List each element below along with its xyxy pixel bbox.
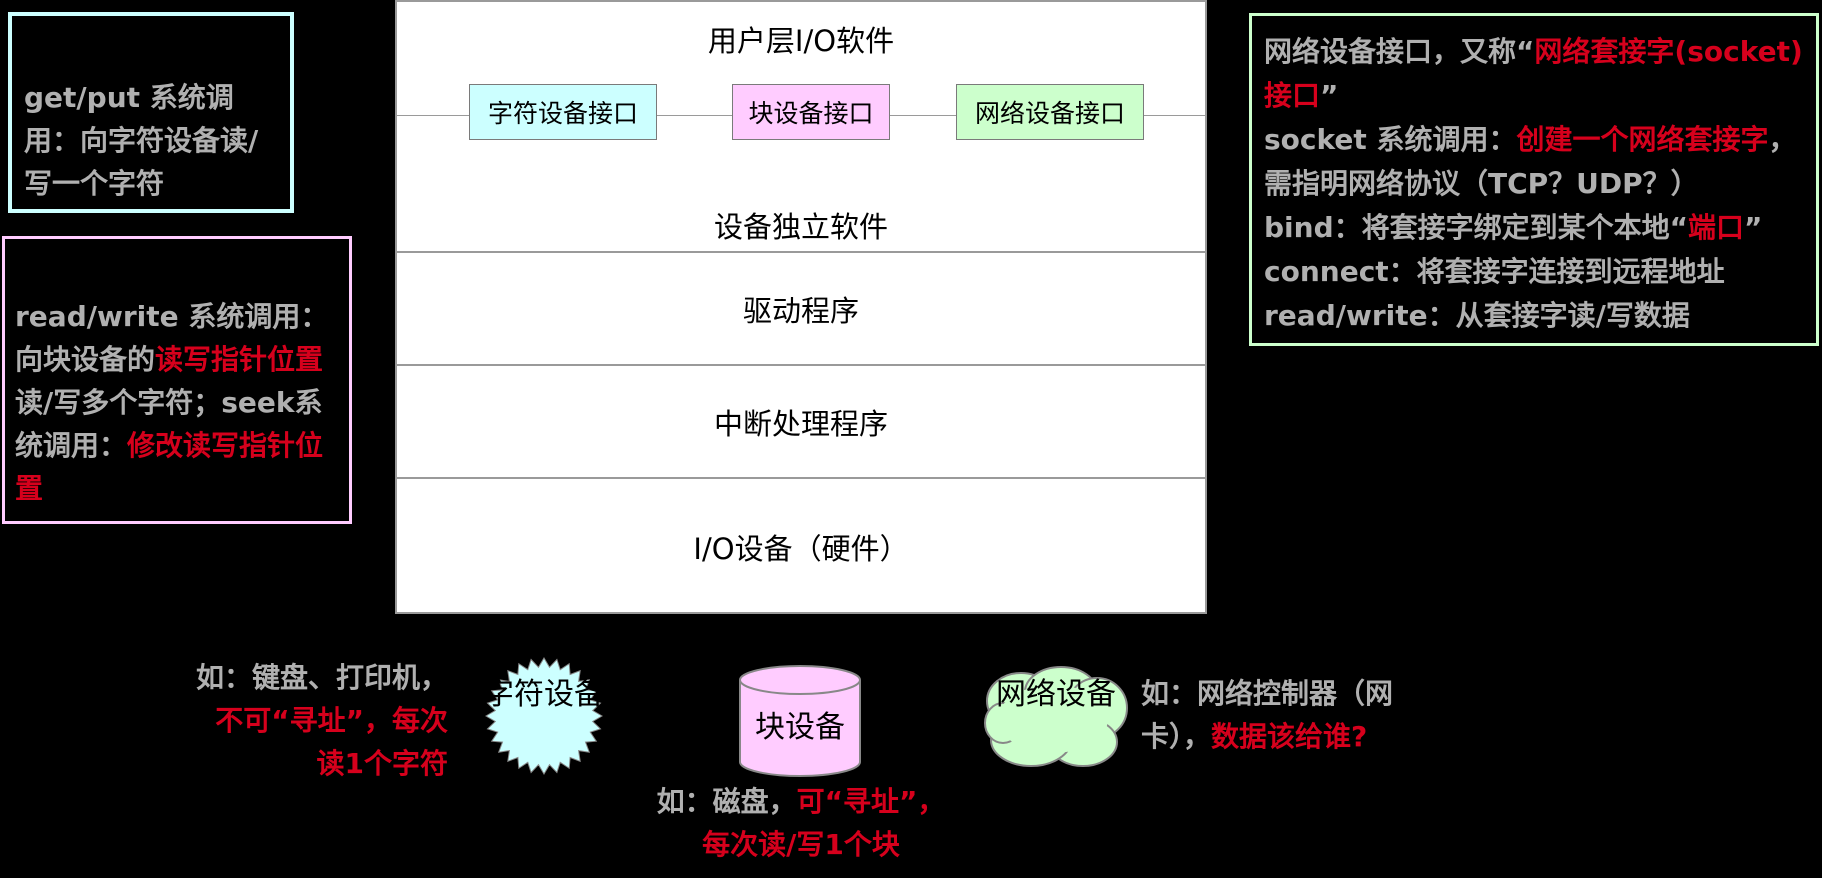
char-device-starburst — [485, 657, 603, 775]
read-write-note: read/write 系统调用：向块设备的读写指针位置读/写多个字符；seek系… — [2, 236, 352, 524]
interrupt-layer: 中断处理程序 — [397, 364, 1205, 477]
block-device-note: 如：磁盘，可“寻址”，每次读/写1个块 — [656, 785, 946, 861]
char-device-label: 字符设备 — [484, 677, 604, 712]
network-device-interface: 网络设备接口 — [956, 84, 1144, 140]
socket-line-3: bind：将套接字绑定到某个本地“端口” — [1264, 211, 1763, 244]
read-write-text-1: read/write 系统调用：向块设备的 — [15, 300, 329, 376]
network-device-note: 如：网络控制器（网卡），数据该给谁? — [1141, 677, 1394, 753]
block-device-label: 块设备 — [755, 710, 845, 745]
socket-note: 网络设备接口，又称“网络套接字(socket)接口” socket 系统调用：创… — [1249, 13, 1819, 346]
device-independent-label: 设备独立软件 — [713, 210, 888, 244]
socket-line-4: connect：将套接字连接到远程地址 — [1264, 255, 1725, 288]
read-write-text-4: 修改读写指针位置 — [15, 429, 324, 505]
block-device-interface: 块设备接口 — [732, 84, 890, 140]
network-device-cloud — [984, 666, 1128, 767]
network-device-label: 网络设备 — [996, 677, 1116, 712]
read-write-text-2: 读写指针位置 — [155, 343, 324, 376]
socket-line-5: read/write：从套接字读/写数据 — [1264, 299, 1690, 332]
get-put-note-text: get/put 系统调用：向字符设备读/写一个字符 — [24, 81, 259, 200]
read-write-text-3: 读/写多个字符；seek系统调用： — [15, 386, 323, 462]
get-put-note: get/put 系统调用：向字符设备读/写一个字符 — [8, 12, 294, 213]
io-software-stack: 用户层I/O软件 字符设备接口 块设备接口 网络设备接口 设备独立软件 驱动程序… — [395, 0, 1207, 614]
socket-line-1: 网络设备接口，又称“网络套接字(socket)接口” — [1264, 35, 1803, 112]
socket-line-2: socket 系统调用：创建一个网络套接字，需指明网络协议（TCP？UDP？） — [1264, 123, 1797, 200]
user-layer-label: 用户层I/O软件 — [707, 24, 895, 58]
char-device-interface: 字符设备接口 — [469, 84, 657, 140]
driver-layer: 驱动程序 — [397, 251, 1205, 364]
block-device-cylinder — [739, 665, 861, 777]
hardware-layer: I/O设备（硬件） — [397, 477, 1205, 614]
char-device-note: 如：键盘、打印机，不可“寻址”，每次读1个字符 — [195, 661, 448, 780]
